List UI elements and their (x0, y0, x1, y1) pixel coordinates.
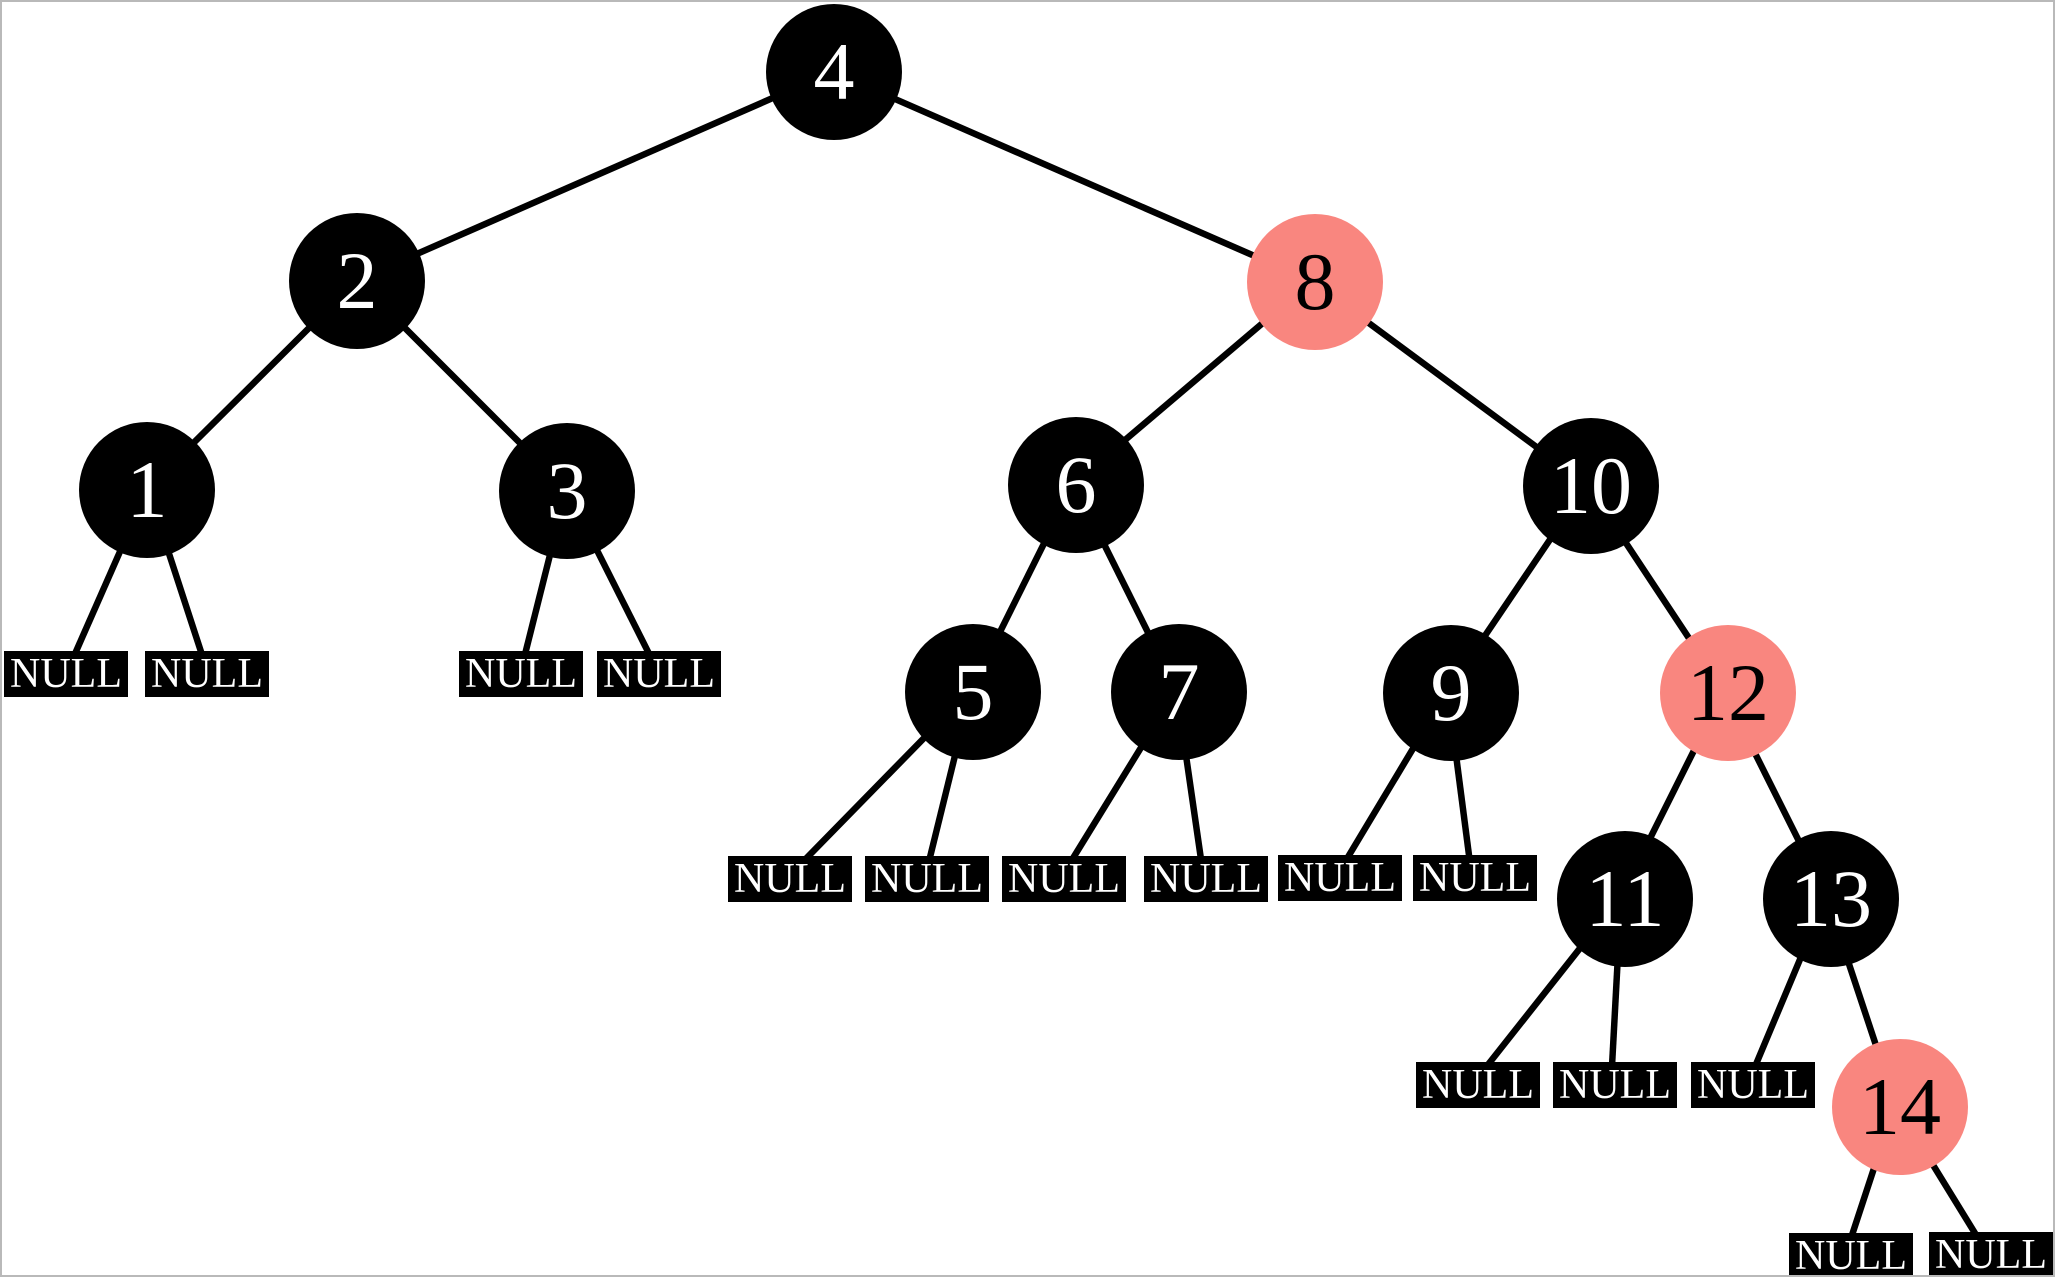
null-leaf-7R: NULL (1144, 856, 1268, 902)
null-leaf-5R: NULL (865, 856, 989, 902)
null-leaf-3L: NULL (459, 651, 583, 697)
edge-4-2 (355, 68, 834, 284)
null-leaf-13L: NULL (1691, 1062, 1815, 1108)
tree-node-6: 6 (1008, 417, 1144, 553)
null-leaf-3R: NULL (597, 651, 721, 697)
tree-node-2: 2 (289, 213, 425, 349)
null-leaf-7L: NULL (1002, 856, 1126, 902)
null-leaf-11L: NULL (1416, 1062, 1540, 1108)
null-leaf-14L: NULL (1789, 1233, 1913, 1275)
null-leaf-11R: NULL (1553, 1062, 1677, 1108)
null-leaf-5L: NULL (728, 856, 852, 902)
tree-node-9: 9 (1383, 625, 1519, 761)
tree-node-4: 4 (766, 4, 902, 140)
tree-node-1: 1 (79, 422, 215, 558)
tree-node-12: 12 (1660, 625, 1796, 761)
tree-node-11: 11 (1557, 831, 1693, 967)
tree-node-8: 8 (1247, 214, 1383, 350)
null-leaf-9L: NULL (1278, 855, 1402, 901)
tree-node-7: 7 (1111, 624, 1247, 760)
tree-node-13: 13 (1763, 831, 1899, 967)
tree-node-14: 14 (1832, 1039, 1968, 1175)
null-leaf-14R: NULL (1929, 1232, 2053, 1275)
tree-node-5: 5 (905, 624, 1041, 760)
tree-node-3: 3 (499, 423, 635, 559)
null-leaf-9R: NULL (1413, 855, 1537, 901)
edge-4-8 (831, 68, 1314, 285)
null-leaf-1L: NULL (4, 651, 128, 697)
tree-node-10: 10 (1523, 418, 1659, 554)
null-leaf-1R: NULL (145, 651, 269, 697)
